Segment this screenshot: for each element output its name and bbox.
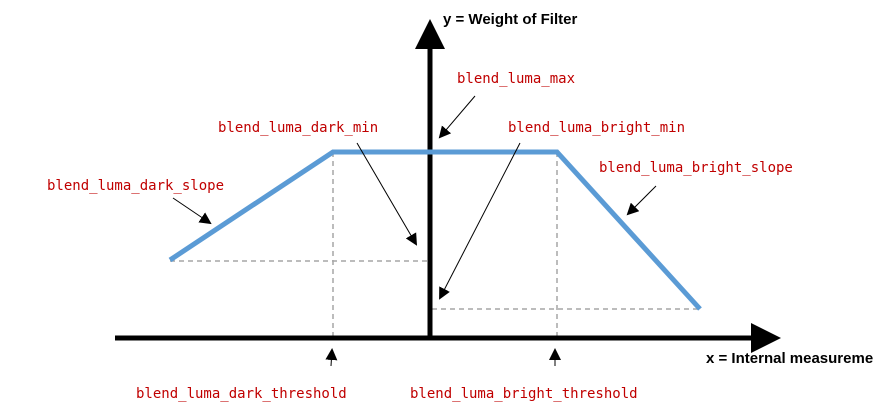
dark-min-arrow xyxy=(356,142,418,246)
dark-threshold-arrow xyxy=(325,348,338,367)
bright-min-arrow xyxy=(439,142,521,300)
dark-threshold-label: blend_luma_dark_threshold xyxy=(136,386,347,402)
guide-lines xyxy=(170,152,700,338)
y-axis-label: y = Weight of Filter xyxy=(443,11,577,28)
bright-slope-label: blend_luma_bright_slope xyxy=(599,160,793,176)
dark-slope-label: blend_luma_dark_slope xyxy=(47,178,224,194)
dark-min-label: blend_luma_dark_min xyxy=(218,120,378,136)
x-axis-label: x = Internal measurement xyxy=(706,350,873,367)
dark-slope-arrow xyxy=(172,197,212,225)
weight-curve xyxy=(168,149,702,311)
bright-slope-arrow xyxy=(626,185,657,216)
max-label: blend_luma_max xyxy=(457,71,575,87)
bright-threshold-label: blend_luma_bright_threshold xyxy=(410,386,638,402)
bright-min-label: blend_luma_bright_min xyxy=(508,120,685,136)
max-arrow xyxy=(438,95,476,139)
